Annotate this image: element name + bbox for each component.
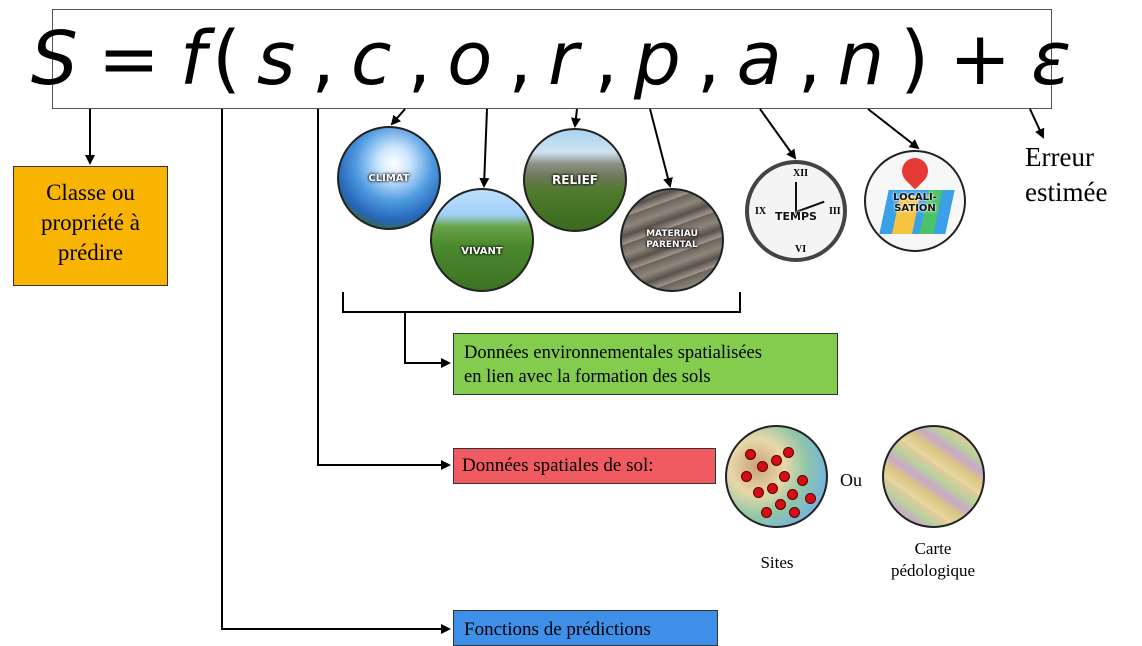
- formula-arg-c: c: [350, 16, 394, 102]
- env-line-2: en lien avec la formation des sols: [464, 367, 711, 387]
- temps-label: TEMPS: [775, 209, 817, 223]
- error-line-1: Erreur: [1025, 142, 1094, 172]
- or-label: Ou: [840, 470, 862, 490]
- localisation-map-image: LOCALI-SATION: [864, 150, 966, 252]
- factors-bracket: [342, 292, 741, 313]
- formula-box: [52, 9, 1052, 109]
- arrow-c-to-climat: [390, 108, 406, 126]
- sites-map-image: [725, 425, 828, 528]
- prediction-functions-label: Fonctions de prédictions: [464, 619, 651, 640]
- soil-map-image: [882, 425, 985, 528]
- climat-image: CLIMAT: [337, 126, 441, 230]
- formula-function: f: [179, 16, 208, 102]
- prediction-functions-box: Fonctions de prédictions: [453, 610, 718, 646]
- climat-label: CLIMAT: [368, 172, 410, 184]
- predict-line-1: Classe ou: [46, 180, 135, 205]
- formula-open-paren: (: [211, 16, 243, 102]
- arrow-f-to-functions: [221, 109, 451, 634]
- formula-lhs: S: [30, 16, 80, 102]
- arrow-s-to-soil: [317, 109, 451, 470]
- formula-arg-n: n: [837, 16, 887, 102]
- formula-close-paren: ): [900, 16, 932, 102]
- formula-arg-o: o: [447, 16, 495, 102]
- predict-line-3: prédire: [57, 240, 124, 265]
- formula-plus: +: [949, 16, 1014, 102]
- formula-equals: =: [97, 16, 162, 102]
- arrow-r-to-relief: [570, 108, 581, 128]
- error-label: Erreur estimée: [1025, 140, 1107, 210]
- arrow-n-to-localisation: [867, 108, 920, 150]
- formula-arg-p: p: [633, 16, 683, 102]
- formula-epsilon: ε: [1031, 16, 1074, 102]
- soil-data-box: Données spatiales de sol:: [453, 448, 716, 484]
- arrow-epsilon-to-error: [1029, 108, 1045, 139]
- environmental-data-box: Données environnementales spatialisées e…: [453, 333, 838, 395]
- formula-arg-s: s: [256, 16, 298, 102]
- soil-data-label: Données spatiales de sol:: [462, 455, 654, 476]
- arrow-p-to-materiau: [649, 108, 673, 188]
- predict-line-2: propriété à: [41, 210, 140, 235]
- sites-caption: Sites: [760, 553, 794, 572]
- carte-caption: Carte pédologique: [890, 539, 976, 580]
- vivant-image: VIVANT: [430, 188, 534, 292]
- relief-label: RELIEF: [552, 172, 598, 187]
- relief-image: RELIEF: [523, 128, 627, 232]
- arrow-o-to-vivant: [479, 108, 490, 188]
- temps-clock-image: XII III VI IX TEMPS: [745, 160, 847, 262]
- predict-target-box: Classe ou propriété à prédire: [13, 166, 168, 286]
- vivant-label: VIVANT: [461, 245, 503, 257]
- arrow-bracket-to-env: [404, 312, 451, 368]
- formula-arg-a: a: [736, 16, 784, 102]
- formula-arg-r: r: [547, 16, 581, 102]
- arrow-a-to-temps: [759, 108, 797, 160]
- localisation-label: LOCALI-SATION: [893, 192, 937, 214]
- formula: S = f ( s , c , o , r , p , a , n ) + ε: [30, 16, 1074, 102]
- error-line-2: estimée: [1025, 177, 1108, 207]
- env-line-1: Données environnementales spatialisées: [464, 343, 762, 363]
